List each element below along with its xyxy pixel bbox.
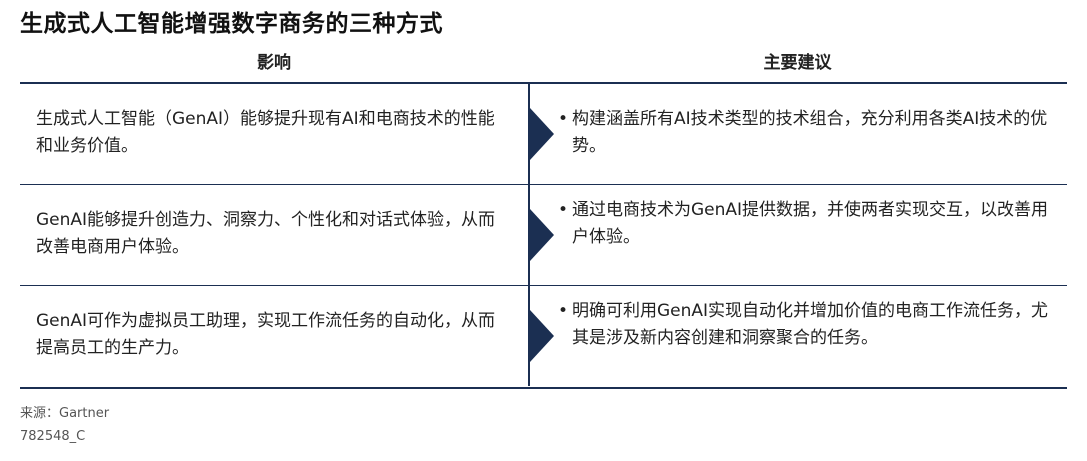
header-rule — [20, 82, 1067, 84]
column-divider — [528, 286, 530, 386]
bullet-icon: • — [558, 301, 569, 321]
table-row: 生成式人工智能（GenAI）能够提升现有AI和电商技术的性能和业务价值。 • 构… — [20, 84, 1067, 184]
figure-code: 782548_C — [20, 429, 86, 444]
bullet-icon: • — [558, 200, 569, 220]
arrow-icon — [530, 310, 554, 362]
page-title: 生成式人工智能增强数字商务的三种方式 — [20, 11, 443, 37]
arrow-icon — [530, 108, 554, 160]
recommendation-text: 通过电商技术为GenAI提供数据，并使两者实现交互，以改善用户体验。 — [572, 200, 1049, 247]
source-note: 来源：Gartner — [20, 406, 110, 421]
impact-text: 生成式人工智能（GenAI）能够提升现有AI和电商技术的性能和业务价值。 — [36, 109, 495, 156]
row-divider — [20, 285, 1067, 286]
recommendation-text: 构建涵盖所有AI技术类型的技术组合，充分利用各类AI技术的优势。 — [572, 109, 1048, 156]
recommendation-text: 明确可利用GenAI实现自动化并增加价值的电商工作流任务，尤其是涉及新内容创建和… — [572, 301, 1049, 348]
arrow-icon — [530, 209, 554, 261]
bottom-rule — [20, 387, 1067, 389]
impact-recommendation-table: 影响 主要建议 生成式人工智能（GenAI）能够提升现有AI和电商技术的性能和业… — [20, 38, 1067, 389]
header-recommendation: 主要建议 — [763, 53, 832, 73]
bullet-icon: • — [558, 109, 569, 129]
table-row: GenAI可作为虚拟员工助理，实现工作流任务的自动化，从而提高员工的生产力。 •… — [20, 286, 1067, 386]
impact-text: GenAI能够提升创造力、洞察力、个性化和对话式体验，从而改善电商用户体验。 — [36, 210, 496, 257]
table-row: GenAI能够提升创造力、洞察力、个性化和对话式体验，从而改善电商用户体验。 •… — [20, 185, 1067, 285]
column-divider — [528, 185, 530, 285]
recommendation-item: • 通过电商技术为GenAI提供数据，并使两者实现交互，以改善用户体验。 — [558, 197, 1052, 251]
recommendation-item: • 明确可利用GenAI实现自动化并增加价值的电商工作流任务，尤其是涉及新内容创… — [558, 298, 1052, 352]
header-impact: 影响 — [257, 53, 291, 73]
column-divider — [528, 84, 530, 184]
recommendation-item: • 构建涵盖所有AI技术类型的技术组合，充分利用各类AI技术的优势。 — [558, 106, 1052, 160]
row-divider — [20, 184, 1067, 185]
impact-text: GenAI可作为虚拟员工助理，实现工作流任务的自动化，从而提高员工的生产力。 — [36, 311, 496, 358]
table-header: 影响 主要建议 — [20, 38, 1067, 82]
